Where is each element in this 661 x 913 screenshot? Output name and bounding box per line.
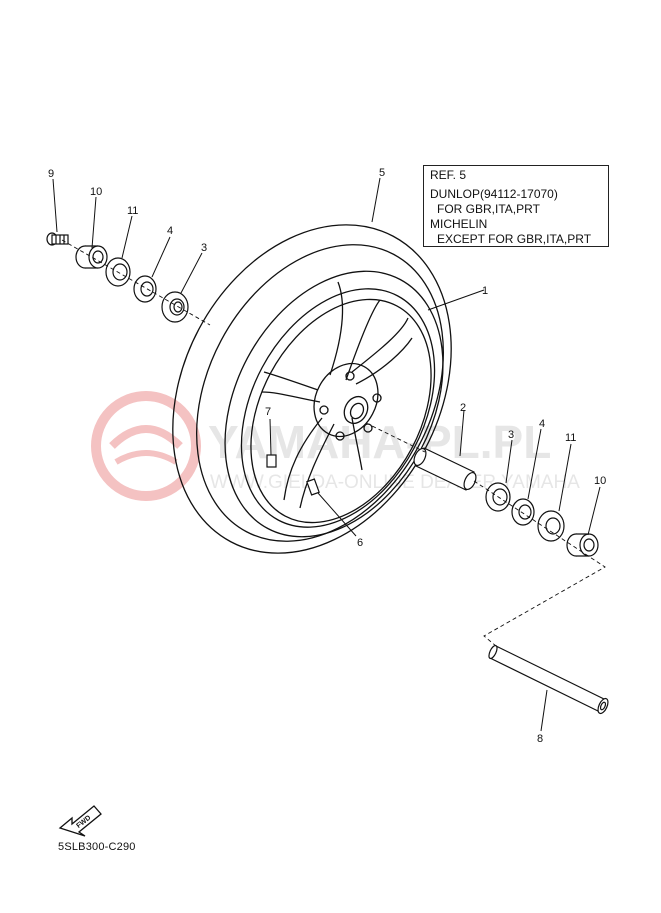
watermark-line1: YAMAHA-PL.PL [208,416,551,468]
spoke-left [261,371,321,403]
rim-inner [240,288,436,528]
hub-outer [313,362,379,438]
callout-11-right: 11 [565,432,576,444]
fwd-arrow: FWD [58,805,102,837]
diagram-code: 5SLB300-C290 [58,841,136,853]
callout-6: 6 [357,537,363,549]
tire-valve [306,478,320,496]
disc-bolt [335,431,345,441]
callout-1: 1 [482,285,488,297]
callout-10-left: 10 [90,186,102,198]
disc-bolt [345,371,355,381]
rim-lip [250,298,432,524]
ref-dunlop-markets: FOR GBR,ITA,PRT [437,202,540,216]
collar-right [566,533,599,557]
spoke-top-right [351,317,413,385]
axle-bolt [46,232,69,246]
callout-4-right: 4 [539,418,545,430]
callout-11-left: 11 [127,205,138,217]
rim-outer [224,270,444,538]
callout-7: 7 [265,406,271,418]
tire-inner [196,244,444,542]
oil-seal-left [105,257,131,287]
seal-left [133,275,157,303]
callouts: 9 10 11 4 3 5 1 2 3 4 11 10 6 7 8 [48,167,606,745]
valve-and-weight [266,454,320,496]
balance-weight [266,454,277,468]
ref-dunlop: DUNLOP(94112-17070) [430,187,558,201]
callout-10-right: 10 [594,475,606,487]
left-side-parts [46,232,189,323]
hub-center [343,395,369,425]
spoke-top [329,281,381,381]
front-axle [488,644,609,715]
watermark-logo [91,391,201,501]
reference-note-box: REF. 5 DUNLOP(94112-17070) FOR GBR,ITA,P… [423,165,609,247]
callout-4-left: 4 [167,225,173,237]
disc-bolt [372,393,382,403]
spacer [413,447,477,491]
leader-lines [52,177,601,732]
disc-bolt [319,405,329,415]
watermark-line2: WWW.GIELDA-ONLINE DEALER YAMAHA [210,472,580,493]
callout-9: 9 [48,168,54,180]
watermark: YAMAHA-PL.PL WWW.GIELDA-ONLINE DEALER YA… [91,391,580,501]
callout-3-left: 3 [201,242,207,254]
seal-right [511,498,535,526]
collar-left [75,245,108,269]
right-side-parts [413,447,609,715]
ref-michelin: MICHELIN [430,217,488,231]
bearing-left [161,291,189,323]
callout-3-right: 3 [508,429,514,441]
ref-michelin-markets: EXCEPT FOR GBR,ITA,PRT [437,232,592,246]
callout-5: 5 [379,167,385,179]
hub-bore [349,402,365,420]
callout-2: 2 [460,402,466,414]
ref-title: REF. 5 [430,168,467,182]
spoke-bottom [283,417,335,509]
axis-lines [61,239,606,647]
oil-seal-right [537,510,565,542]
callout-8: 8 [537,733,543,745]
